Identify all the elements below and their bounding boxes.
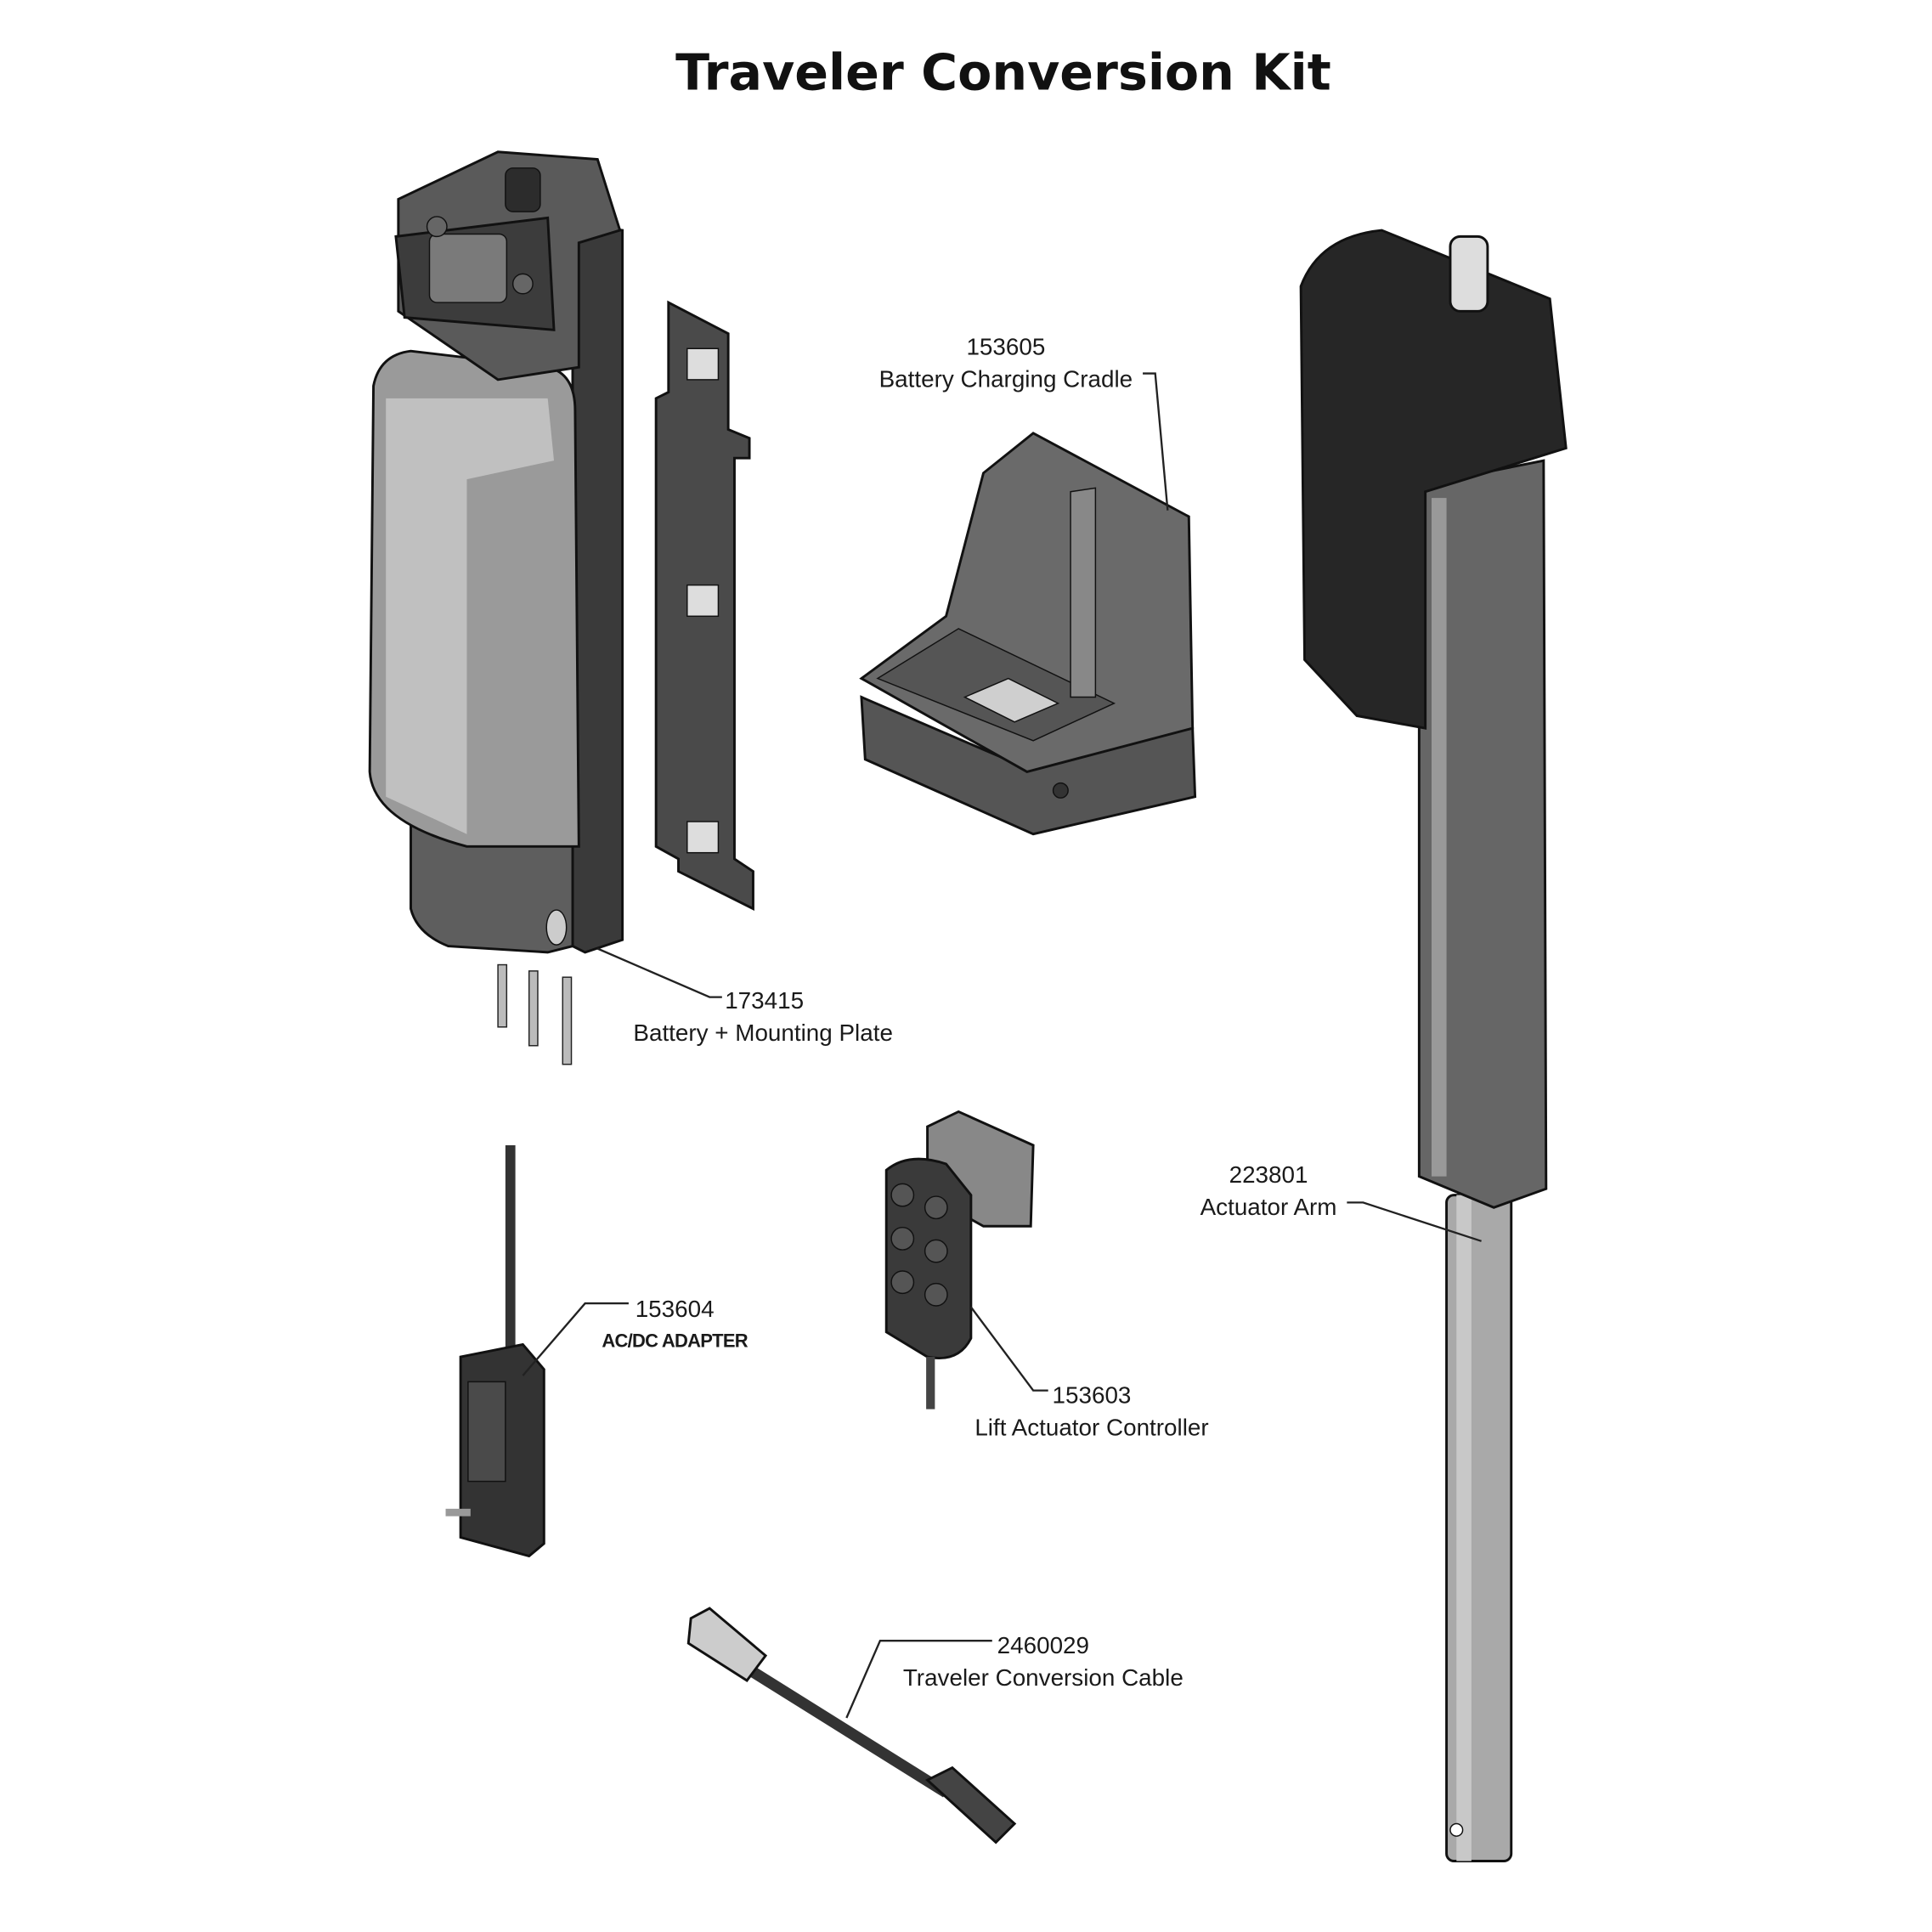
charging-cradle-illustration [859, 432, 1197, 836]
part-label-153604: 153604 AC/DC ADAPTER [602, 1296, 749, 1351]
ac-dc-adapter-illustration [445, 1144, 545, 1558]
leader-line-153605 [1143, 372, 1169, 511]
part-name: Traveler Conversion Cable [903, 1664, 1183, 1691]
part-number: 153604 [636, 1296, 715, 1322]
part-label-173415: 173415 Battery + Mounting Plate [633, 987, 893, 1046]
page-title: Traveler Conversion Kit [675, 43, 1331, 101]
part-number: 2460029 [997, 1632, 1089, 1658]
part-name: Lift Actuator Controller [974, 1414, 1208, 1440]
leader-line-223801 [1347, 1201, 1482, 1242]
part-number: 173415 [725, 987, 804, 1014]
controller-illustration [884, 1110, 1035, 1409]
part-name: Actuator Arm [1200, 1194, 1337, 1220]
leader-line-153604 [522, 1302, 629, 1376]
part-label-153603: 153603 Lift Actuator Controller [974, 1381, 1208, 1440]
part-number: 223801 [1229, 1161, 1308, 1188]
part-number: 153605 [966, 334, 1045, 360]
battery-illustration [368, 150, 624, 1065]
mounting-plate-illustration [654, 300, 754, 911]
leader-line-2460029 [845, 1639, 992, 1719]
part-label-153605: 153605 Battery Charging Cradle [879, 334, 1133, 393]
leader-line-153603 [969, 1306, 1048, 1392]
part-name: AC/DC ADAPTER [602, 1330, 748, 1351]
part-label-223801: 223801 Actuator Arm [1200, 1161, 1337, 1220]
actuator-arm-illustration [1299, 229, 1568, 1862]
part-name: Battery + Mounting Plate [633, 1020, 893, 1046]
leader-line-173415 [596, 947, 722, 998]
cable-illustration [686, 1607, 1017, 1844]
part-name: Battery Charging Cradle [879, 366, 1133, 393]
part-number: 153603 [1053, 1381, 1132, 1408]
part-label-2460029: 2460029 Traveler Conversion Cable [903, 1632, 1183, 1691]
